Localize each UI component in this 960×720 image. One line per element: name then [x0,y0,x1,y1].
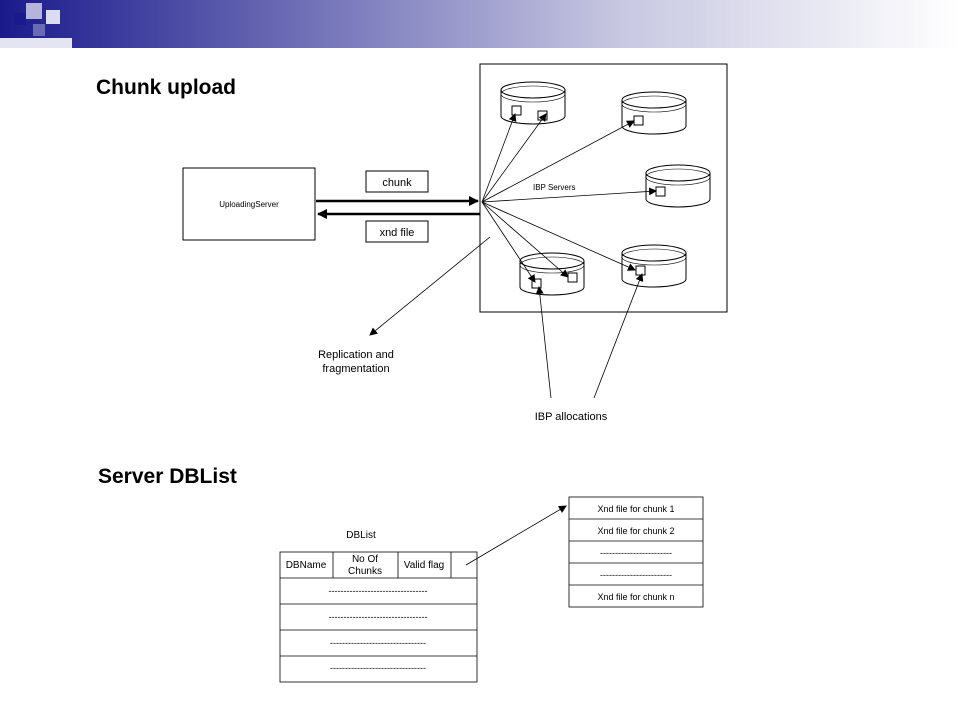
dblist-row: --------------------------------- [329,612,428,622]
xnd-list-item: ------------------------ [600,570,672,580]
dblist-title: DBList [346,530,376,541]
dblist-row: -------------------------------- [330,663,426,673]
allocation-line-1 [535,286,552,399]
ibp-allocations-label: IBP allocations [535,411,608,423]
uploading-server-box: UploadingServer [182,167,316,241]
dblist-row: --------------------------------- [329,586,428,596]
allocation-line-2 [593,273,644,399]
dblist-to-xnd-arrow [465,505,567,566]
dblist-col-valid-flag: Valid flag [404,560,444,571]
chunk-upload-heading: Chunk upload [96,76,236,99]
dblist-row: -------------------------------- [330,638,426,648]
dblist-col-dbname: DBName [286,560,327,571]
xnd-list-item: ------------------------ [600,548,672,558]
decor-square-blue [14,13,26,25]
replication-label-line1: Replication and [318,349,394,361]
xnd-list-item: Xnd file for chunk n [597,592,674,602]
ibp-server-disk-5 [621,244,687,288]
chunk-label: chunk [382,177,412,189]
xnd-file-label: xnd file [380,227,415,239]
ibp-servers-label: IBP Servers [533,183,576,192]
ibp-server-disk-2 [621,91,687,135]
dblist-col-chunks-line1: No Of [352,554,378,565]
dblist-col-chunks-line2: Chunks [348,566,382,577]
decor-square-bar [0,38,72,48]
decor-square-mid [33,24,45,36]
decor-square-pale [46,10,60,24]
ibp-server-disk-1 [500,81,566,125]
chunk-label-box: chunk [365,170,429,193]
xnd-list-item: Xnd file for chunk 1 [597,504,674,514]
ibp-server-disk-3 [645,164,711,208]
server-dblist-heading: Server DBList [98,465,237,488]
replication-arrows [481,113,657,283]
dblist-table [279,551,478,683]
xnd-list-table [568,496,704,608]
replication-pointer [369,236,491,336]
decor-square-light [26,3,42,19]
replication-label-line2: fragmentation [322,363,389,375]
title-band [0,0,960,48]
uploading-server-label: UploadingServer [219,200,279,209]
xnd-list-item: Xnd file for chunk 2 [597,526,674,536]
xnd-file-label-box: xnd file [365,220,429,243]
